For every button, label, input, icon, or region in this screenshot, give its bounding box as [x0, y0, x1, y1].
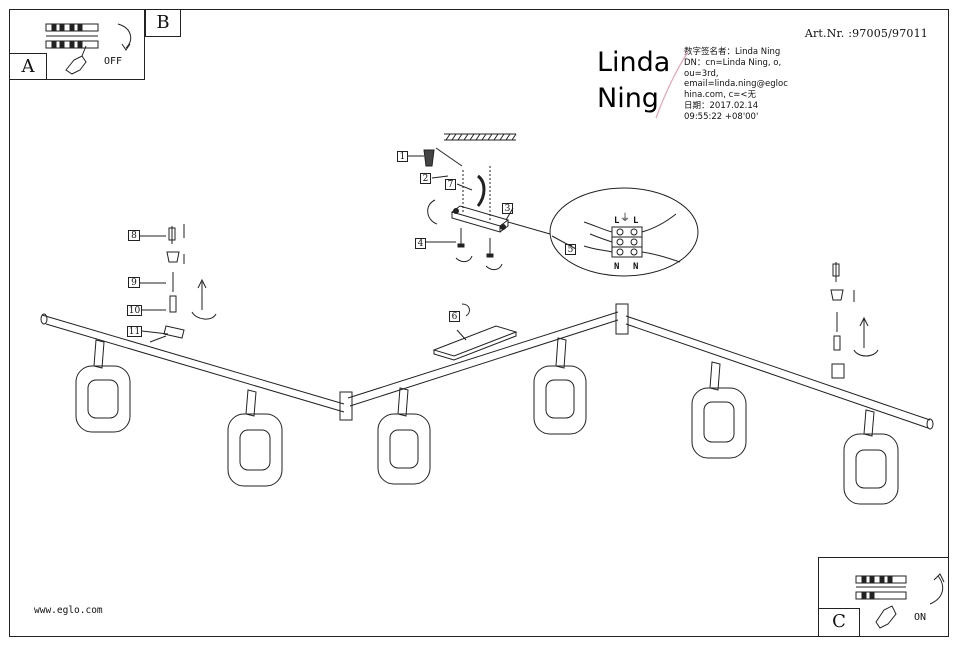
signature-detail-line: 日期：2017.02.14 — [684, 100, 759, 111]
terminal-label-l2: L — [633, 216, 639, 226]
hand-icon — [65, 45, 87, 75]
signature-detail-line: 09:55:22 +08'00' — [684, 111, 759, 122]
box-c-label: C — [818, 608, 860, 637]
signature-detail-line: email=linda.ning@egloc — [684, 79, 788, 90]
terminal-zoom-bubble — [507, 187, 699, 277]
callout-1: 1 — [397, 151, 408, 162]
signature-details: 数字签名者：Linda Ning DN：cn=Linda Ning, o, ou… — [684, 47, 788, 123]
box-b-label: B — [145, 9, 181, 37]
hand-icon — [875, 605, 897, 629]
callout-4: 4 — [415, 238, 426, 249]
article-number: Art.Nr. :97005/97011 — [804, 27, 928, 40]
rotate-arrow-icon — [117, 23, 132, 49]
rotate-arrow-icon — [929, 575, 944, 605]
switch-icon — [45, 23, 99, 49]
track-rod — [40, 303, 934, 430]
off-label: OFF — [104, 56, 123, 67]
signature-detail-line: DN：cn=Linda Ning, o, — [684, 57, 782, 68]
signature-detail-line: hina.com, c=<无 — [684, 90, 757, 101]
terminal-label-l1: L — [614, 216, 620, 226]
mounting-bracket — [450, 174, 510, 233]
switch-icon — [855, 575, 907, 600]
terminal-earth-symbol: ⏚ — [620, 213, 630, 224]
box-a-label: A — [9, 53, 47, 80]
terminal-label-n2: N — [633, 262, 639, 272]
terminal-label-n1: N — [614, 262, 620, 272]
canopy — [432, 325, 518, 361]
signature-detail-line: 数字签名者：Linda Ning — [684, 47, 781, 57]
ceiling-hatch — [444, 133, 517, 141]
instruction-box-c — [818, 557, 949, 637]
callout-10: 10 — [127, 305, 142, 316]
signature-name-line2: Ning — [597, 83, 659, 114]
callout-6: 6 — [449, 311, 460, 322]
website-footer: www.eglo.com — [34, 605, 103, 616]
screw-icon — [423, 149, 494, 258]
spotlight — [377, 387, 431, 485]
spotlight — [75, 339, 131, 433]
signature-flourish — [655, 51, 689, 119]
spotlight — [691, 361, 747, 459]
on-label: ON — [914, 612, 927, 623]
spotlight — [843, 409, 899, 505]
spotlight — [533, 337, 587, 435]
callout-11: 11 — [127, 326, 142, 337]
spotlight — [227, 389, 283, 487]
callout-7: 7 — [445, 179, 456, 190]
signature-detail-line: ou=3rd, — [684, 68, 719, 79]
end-cap-parts-right — [830, 262, 879, 379]
drawing-frame — [9, 9, 949, 637]
callout-8: 8 — [128, 230, 140, 241]
callout-9: 9 — [128, 277, 140, 288]
callout-2: 2 — [420, 173, 431, 184]
callout-5: 5 — [565, 244, 576, 255]
signature-name-line1: Linda — [597, 47, 671, 78]
end-cap-parts-left — [140, 224, 217, 343]
